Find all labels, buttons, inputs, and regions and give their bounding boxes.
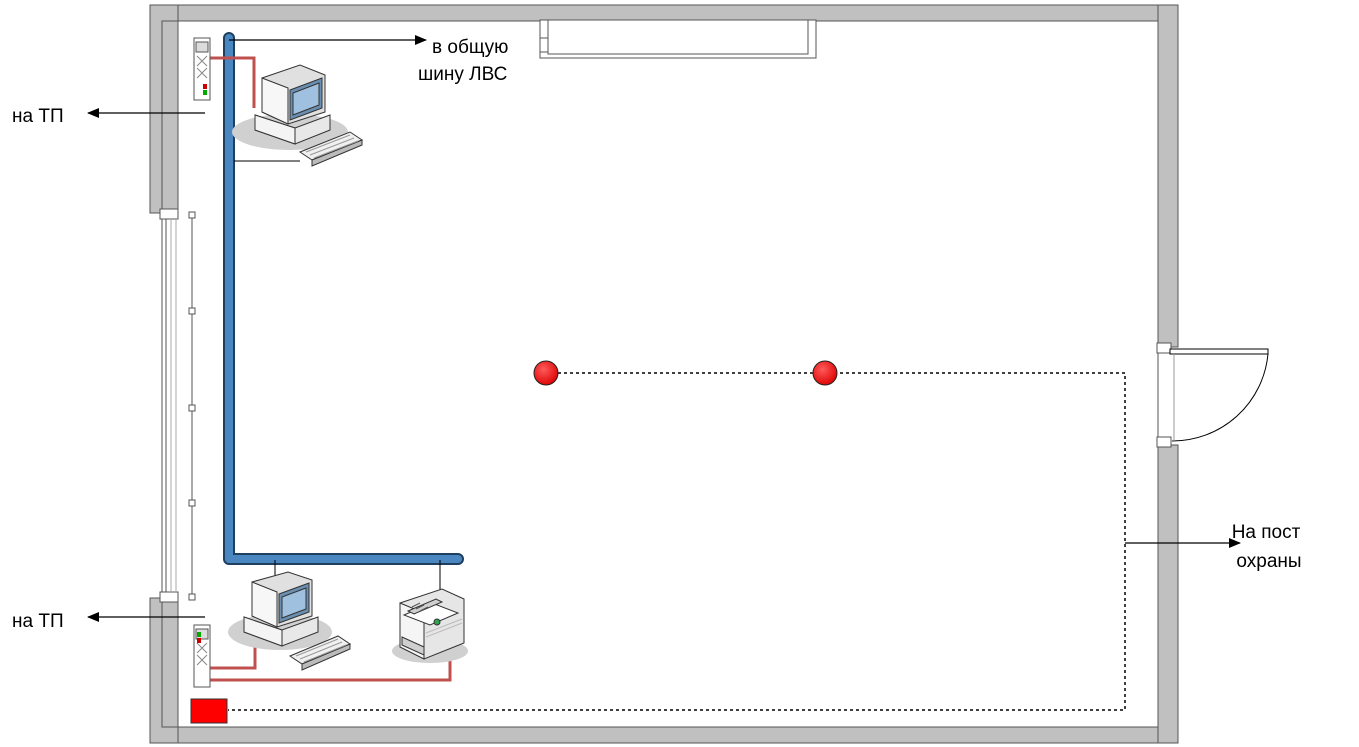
window-top <box>539 19 817 59</box>
cable-duct <box>223 32 464 565</box>
wall-right-lower <box>1157 444 1179 744</box>
to-tp-label-bottom: на ТП <box>12 611 64 632</box>
door-right <box>1169 348 1269 442</box>
opening-caps <box>159 208 1172 603</box>
wall-left-upper <box>149 4 179 214</box>
wall-left-lower <box>149 597 179 744</box>
smoke-detector-icon <box>812 360 838 386</box>
patch-cords <box>210 56 452 682</box>
computer-icon <box>232 64 364 167</box>
wall-top <box>149 4 1179 22</box>
lan-bus-label-line1: в общую <box>432 37 508 58</box>
wall-right-upper <box>1157 4 1179 348</box>
to-security-label-line1: На пост <box>1232 522 1301 543</box>
lan-bus-label-line2: шину ЛВС <box>418 64 507 85</box>
security-loop <box>228 372 1126 711</box>
computer-icon <box>228 571 352 671</box>
printer-icon <box>392 588 468 663</box>
to-security-label-line2: охраны <box>1236 551 1301 572</box>
network-socket-top <box>193 37 211 101</box>
thin-links <box>234 160 441 590</box>
alarm-panel-icon <box>190 698 228 724</box>
network-socket-bottom <box>193 624 211 688</box>
to-tp-label-top: на ТП <box>12 106 64 127</box>
wall-bottom <box>149 726 1179 744</box>
room-walls <box>149 4 1179 744</box>
window-left <box>165 211 196 601</box>
smoke-detector-icon <box>533 360 559 386</box>
arrows <box>87 35 1241 622</box>
